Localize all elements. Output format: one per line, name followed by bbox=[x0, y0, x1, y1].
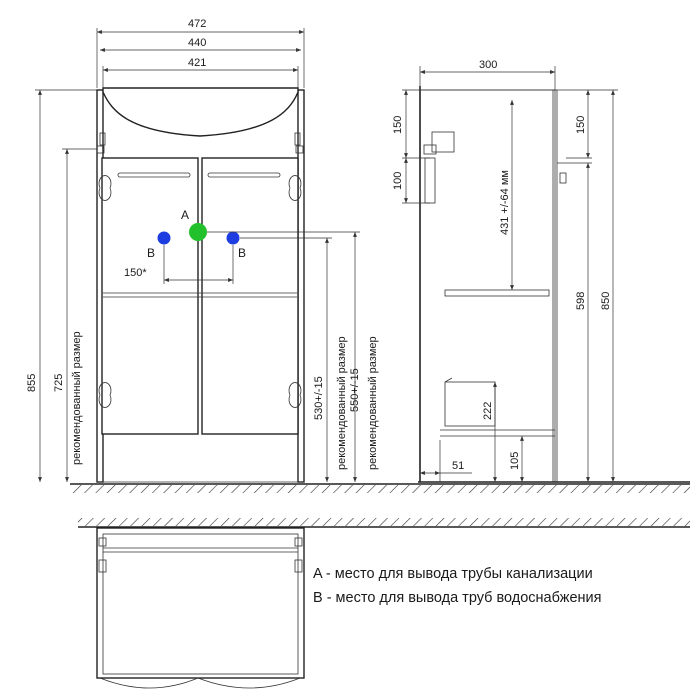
water-pipe-label-right: B bbox=[238, 246, 246, 260]
height-overall: 855 bbox=[26, 374, 38, 392]
drain-trap bbox=[424, 157, 436, 204]
water-pipe-label-left: B bbox=[147, 246, 155, 260]
width-basin: 421 bbox=[188, 57, 206, 69]
washbasin bbox=[102, 87, 299, 137]
pipe-height-dimensions: 530+/-15 рекомендованный размер 550+/-15… bbox=[207, 231, 379, 482]
width-dimensions: 472 440 421 bbox=[96, 18, 305, 88]
recommended-size-label-drain: рекомендованный размер bbox=[367, 336, 379, 470]
width-total: 472 bbox=[188, 18, 206, 30]
right-door-handle bbox=[207, 172, 281, 178]
top-offset-left: 150 bbox=[392, 116, 404, 134]
top-view-cabinet bbox=[96, 527, 305, 679]
drawer-height: 222 bbox=[482, 402, 494, 420]
drain-pipe-label: A bbox=[181, 208, 189, 222]
shelf-height: 598 bbox=[575, 292, 587, 310]
side-overall-height: 850 bbox=[600, 292, 612, 310]
top-view bbox=[78, 518, 690, 689]
hinges bbox=[98, 175, 302, 408]
depth-value: 300 bbox=[479, 59, 497, 71]
drain-pipe-point bbox=[189, 223, 207, 241]
water-pipe-height: 530+/-15 bbox=[313, 376, 325, 420]
water-pipe-point-right bbox=[226, 231, 240, 245]
front-view: A B B 150* 472 440 421 855 725 bbox=[26, 18, 690, 493]
recommended-size-label-water: рекомендованный размер bbox=[336, 336, 348, 470]
side-view: 300 150 100 431 +/-64 мм 150 598 850 222… bbox=[392, 59, 690, 483]
legend-a: A - место для вывода трубы канализации bbox=[313, 566, 593, 582]
front-floor bbox=[70, 483, 690, 493]
left-height-dimensions: 855 725 рекомендованный размер bbox=[26, 89, 97, 482]
legend-b: B - место для вывода труб водоснабжения bbox=[313, 590, 601, 606]
drain-pipe-height: 550+/-15 bbox=[349, 368, 361, 412]
legend: A - место для вывода трубы канализации B… bbox=[313, 566, 601, 606]
left-door-handle bbox=[117, 172, 191, 178]
drain-block-height: 100 bbox=[392, 172, 404, 190]
width-body: 440 bbox=[188, 37, 206, 49]
water-pipe-spacing: 150* bbox=[124, 267, 147, 279]
top-view-door-arcs bbox=[99, 677, 301, 689]
side-shelf bbox=[444, 289, 550, 297]
plinth-height: 105 bbox=[509, 452, 521, 470]
left-door bbox=[101, 157, 199, 435]
water-pipe-point-left bbox=[157, 231, 171, 245]
right-door bbox=[201, 157, 299, 435]
side-cabinet bbox=[420, 89, 556, 482]
plinth-depth: 51 bbox=[452, 460, 464, 472]
recommended-size-label-left: рекомендованный размер bbox=[71, 331, 83, 465]
drain-range: 431 +/-64 мм bbox=[499, 170, 511, 235]
top-offset-right: 150 bbox=[575, 116, 587, 134]
height-recommended-left: 725 bbox=[53, 374, 65, 392]
